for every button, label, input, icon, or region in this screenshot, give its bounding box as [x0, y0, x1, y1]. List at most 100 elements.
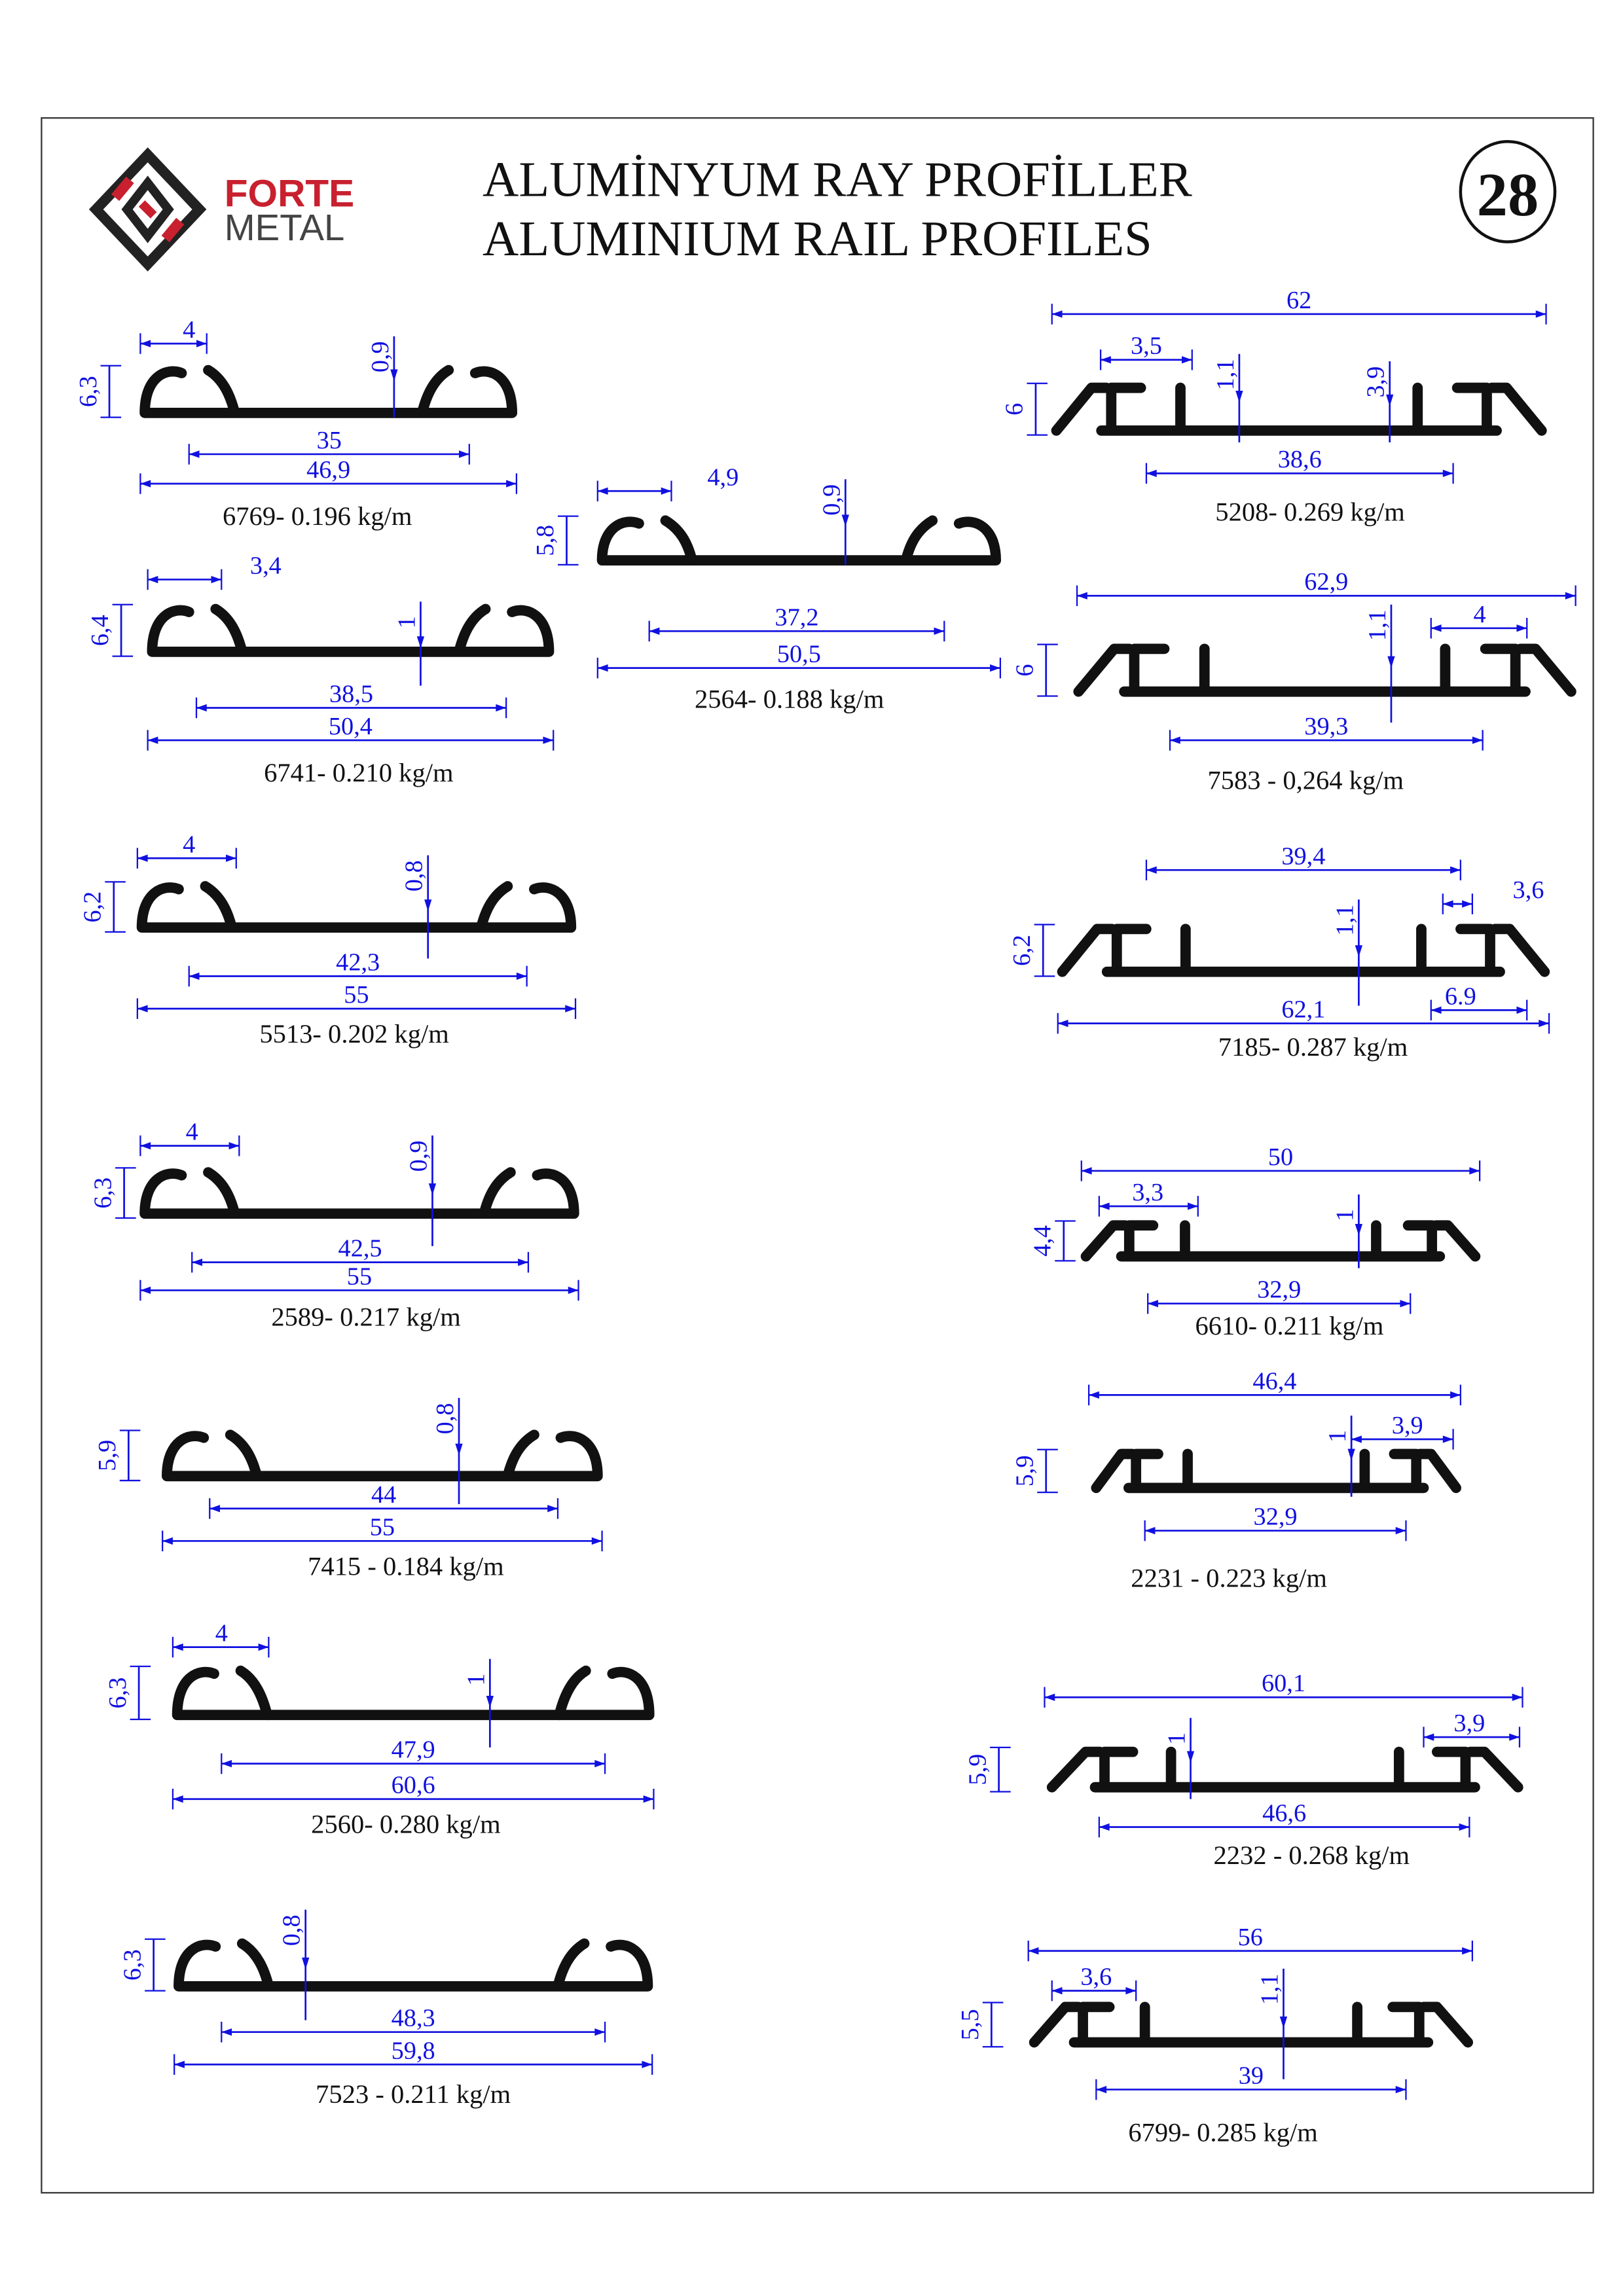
dimension-label: 44: [371, 1481, 396, 1509]
dimension: 50,5: [596, 641, 1002, 679]
page-title-english: ALUMINIUM RAIL PROFILES: [483, 211, 1152, 266]
dimension-label: 1: [1324, 1430, 1351, 1443]
arrowhead-icon: [1347, 1448, 1355, 1461]
dimension: 0,9: [818, 479, 849, 565]
profile-caption: 7415 - 0.184 kg/m: [308, 1551, 504, 1581]
arrowhead-icon: [486, 1696, 494, 1708]
dimension: 5,9: [94, 1429, 141, 1482]
dimension-label: 1: [1331, 1209, 1359, 1221]
dimension: 59,8: [173, 2037, 653, 2075]
dimension: 4: [172, 1620, 270, 1658]
dimension-label: 4: [186, 1119, 198, 1146]
profile-caption: 2560- 0.280 kg/m: [311, 1810, 500, 1839]
dimension: 3,6: [1442, 876, 1544, 914]
dimension: 3,6: [1051, 1964, 1137, 2001]
dimension-label: 6,2: [79, 891, 107, 923]
dimension: 4,4: [1029, 1220, 1076, 1262]
arrowhead-icon: [1235, 391, 1243, 403]
dimension: 60,1: [1044, 1670, 1523, 1708]
dimension-label: 1,1: [1212, 359, 1239, 390]
dimension: 62,9: [1076, 568, 1577, 607]
dimension-label: 3,6: [1080, 1964, 1112, 1991]
profile-caption: 5513- 0.202 kg/m: [259, 1019, 448, 1049]
arrowhead-icon: [1386, 394, 1394, 406]
dimension: 0,8: [401, 855, 432, 959]
hook-rail-profile-drawing: [173, 1938, 653, 1992]
dimension: 55: [139, 1263, 579, 1301]
dimension-label: 55: [344, 981, 369, 1009]
arrowhead-icon: [1355, 945, 1363, 958]
dimension-label: 5,9: [94, 1440, 121, 1471]
dimension-label: 1: [462, 1674, 490, 1686]
dimension: 0,8: [431, 1397, 463, 1505]
dimension: 3,5: [1099, 332, 1193, 370]
brand-logo: FORTE METAL: [88, 147, 354, 272]
dimension: 35: [188, 427, 470, 465]
logo-mark-icon: [88, 147, 207, 272]
dimension: 6,3: [75, 365, 122, 418]
dimension-label: 1: [1163, 1732, 1191, 1745]
dimension: 32,9: [1144, 1503, 1407, 1541]
dimension-label: 0,9: [367, 341, 394, 372]
dimension-label: 37,2: [775, 603, 818, 631]
dimension-label: 0,8: [278, 1914, 306, 1946]
dimension-label: 3,9: [1362, 367, 1390, 398]
dimension-label: 3,3: [1132, 1179, 1163, 1206]
channel-rail-profile-drawing: [1051, 382, 1547, 436]
dimension-label: 38,5: [329, 680, 373, 708]
dimension-label: 6,3: [75, 376, 102, 407]
dimension-label: 6: [1001, 403, 1029, 416]
dimension-label: 6,3: [119, 1949, 146, 1981]
arrowhead-icon: [137, 854, 236, 862]
dimension-label: 4,9: [707, 463, 739, 491]
dimension: 6,3: [104, 1665, 151, 1721]
dimension: 3,9: [1350, 1412, 1454, 1450]
dimension-label: 38,6: [1278, 446, 1322, 473]
channel-rail-profile-drawing: [1091, 1448, 1461, 1494]
dimension: 60,6: [172, 1772, 655, 1810]
dimension: 1,1: [1256, 1968, 1288, 2079]
dimension-label: 47,9: [392, 1736, 435, 1764]
dimension: 50,4: [147, 713, 555, 751]
dimension-label: 5,8: [532, 525, 559, 556]
arrowhead-icon: [1279, 2017, 1288, 2029]
dimension-label: 39,4: [1281, 842, 1325, 870]
dimension: 4: [1430, 601, 1528, 639]
arrowhead-icon: [1431, 1006, 1527, 1014]
dimension: 47,9: [221, 1736, 606, 1774]
dimension-label: 5,9: [1011, 1455, 1038, 1486]
dimension: 55: [162, 1513, 603, 1552]
dimension-label: 3,4: [250, 552, 282, 579]
dimension-label: 55: [347, 1263, 372, 1290]
dimension-label: 3,9: [1453, 1710, 1485, 1737]
dimension: 50: [1080, 1143, 1481, 1181]
dimension-label: 3,9: [1392, 1412, 1423, 1439]
dimension-label: 46,6: [1262, 1800, 1306, 1827]
dimension-label: 46,4: [1252, 1367, 1296, 1395]
hook-rail-profile-drawing: [147, 603, 555, 657]
profile-caption: 2231 - 0.223 kg/m: [1131, 1563, 1327, 1592]
profile-caption: 7185- 0.287 kg/m: [1218, 1032, 1408, 1062]
dimension-label: 5,9: [964, 1754, 991, 1785]
dimension-label: 4: [215, 1620, 228, 1647]
dimension: 3,4: [147, 552, 282, 590]
dimension-label: 1: [393, 616, 420, 628]
dimension-label: 42,3: [336, 949, 380, 977]
dimension: 39: [1095, 2062, 1407, 2100]
arrowhead-icon: [1431, 624, 1527, 632]
arrowhead-icon: [1355, 1224, 1363, 1236]
dimension-label: 42,5: [338, 1235, 382, 1263]
profile-caption: 2232 - 0.268 kg/m: [1213, 1840, 1410, 1870]
hook-rail-profile-drawing: [172, 1665, 655, 1721]
arrowhead-icon: [455, 1443, 463, 1456]
arrowhead-icon: [1442, 900, 1472, 908]
dimension: 42,5: [191, 1235, 530, 1273]
dimension: 1,1: [1331, 899, 1363, 1006]
